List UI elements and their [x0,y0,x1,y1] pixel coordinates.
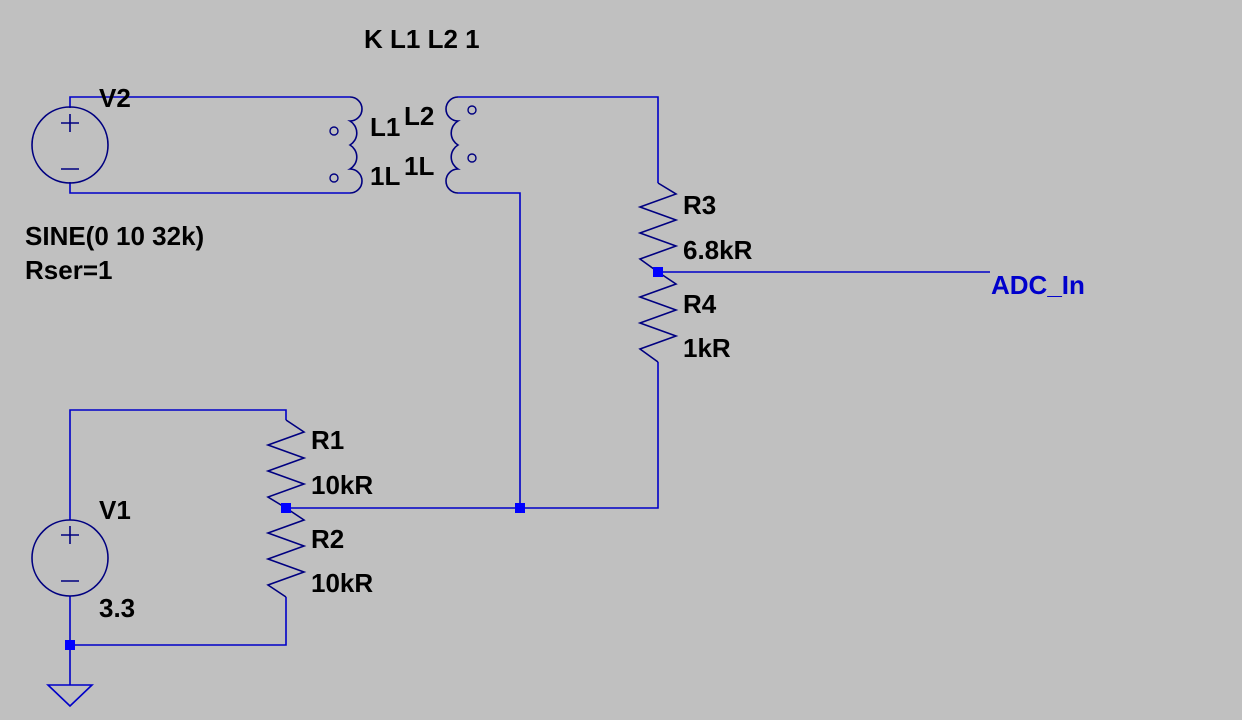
l2-dot-top [467,105,477,115]
net-label-adc-in[interactable]: ADC_In [991,270,1085,300]
r3-value-label: 6.8kR [683,235,753,265]
spice-directive[interactable]: K L1 L2 1 [364,24,480,54]
l2-dot-bottom [467,153,477,163]
wire-r4-to-mid[interactable] [286,362,659,509]
r3-name-label: R3 [683,190,716,220]
l1-dot-bottom [329,173,339,183]
r4-value-label: 1kR [683,333,731,363]
l1-name-label: L1 [370,112,400,142]
l2-name-label: L2 [404,101,434,131]
junctions [65,267,663,650]
junction-r1-r2-node[interactable] [281,503,291,513]
junction-ground-node[interactable] [65,640,75,650]
r4-name-label: R4 [683,289,717,319]
junction-adc-node[interactable] [653,267,663,277]
v1-name-label: V1 [99,495,131,525]
v1-value-label: 3.3 [99,593,135,623]
resistor-r2[interactable] [265,507,307,598]
wires [69,96,990,685]
inductor-l1[interactable] [329,96,363,194]
ground-icon[interactable] [46,684,94,708]
wire-v2-bottom[interactable] [69,182,350,194]
voltage-source-v2[interactable] [31,106,109,184]
r1-name-label: R1 [311,425,344,455]
r1-value-label: 10kR [311,470,373,500]
wire-v2-top[interactable] [69,96,350,108]
resistor-r1[interactable] [265,419,307,509]
voltage-source-v1[interactable] [31,519,109,597]
junction-l2-node[interactable] [515,503,525,513]
r2-name-label: R2 [311,524,344,554]
l1-value-label: 1L [370,161,400,191]
resistor-r4[interactable] [637,271,679,363]
v2-name-label: V2 [99,83,131,113]
wire-l2-to-r3[interactable] [458,96,659,183]
wire-v1-top[interactable] [69,409,287,520]
wire-v1-bottom[interactable] [69,596,287,646]
resistor-r3[interactable] [637,182,679,273]
inductor-l2[interactable] [445,96,477,194]
v2-spec-line1: SINE(0 10 32k) [25,221,204,251]
l1-dot-top [329,126,339,136]
l2-value-label: 1L [404,151,434,181]
r2-value-label: 10kR [311,568,373,598]
v2-spec-line2: Rser=1 [25,255,112,285]
wire-l2-to-mid[interactable] [458,192,521,508]
